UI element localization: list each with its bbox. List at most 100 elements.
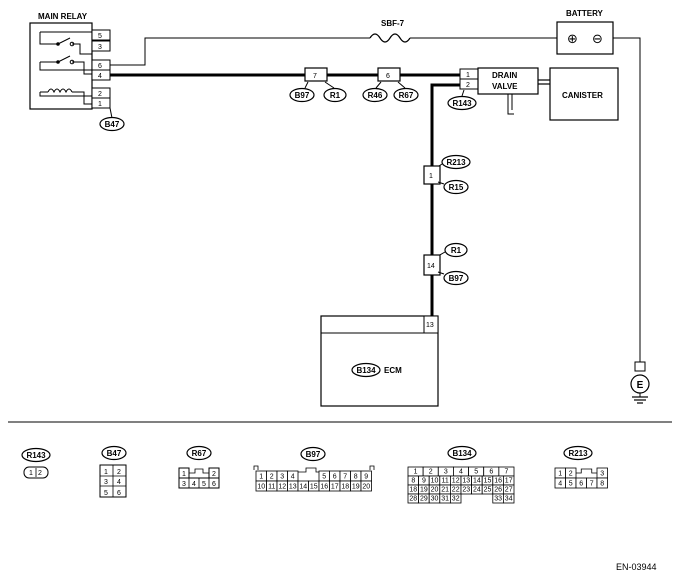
ground-terminal: E <box>630 361 650 404</box>
svg-text:B97: B97 <box>295 91 310 100</box>
relay-pin: 2 <box>98 91 102 98</box>
connector-pin-number: 2 <box>569 471 573 478</box>
connector-pin-number: 11 <box>268 484 275 491</box>
connector-pin-number: 9 <box>364 474 368 481</box>
connector-pin-number: 2 <box>270 474 274 481</box>
connector-pin-number: 17 <box>505 478 513 485</box>
svg-text:7: 7 <box>313 73 317 80</box>
battery: BATTERY ⊕ ⊖ <box>556 9 614 55</box>
svg-text:B97: B97 <box>449 274 464 283</box>
connector-pin-number: 19 <box>420 487 428 494</box>
connector-pin-number: 16 <box>494 478 502 485</box>
connector-pin-number: 3 <box>444 469 448 476</box>
connector-pin-number: 5 <box>474 469 478 476</box>
connector-pin-number: 24 <box>473 487 481 494</box>
connector-pin-number: 6 <box>579 481 583 488</box>
svg-text:R15: R15 <box>449 183 464 192</box>
svg-text:3: 3 <box>182 481 186 488</box>
inline-connector-1: R213 1 R15 <box>423 154 471 195</box>
svg-text:2: 2 <box>38 470 42 477</box>
connector-pin-number: 27 <box>505 487 513 494</box>
canister: CANISTER <box>549 67 619 121</box>
connector-pin-number: 23 <box>462 487 470 494</box>
svg-text:R67: R67 <box>399 91 414 100</box>
svg-text:B134: B134 <box>452 449 472 458</box>
connector-pin-number: 15 <box>310 484 318 491</box>
connector-pin-cell <box>596 477 608 489</box>
connector-pin-number: 10 <box>431 478 439 485</box>
connector-pin-number: 7 <box>590 481 594 488</box>
wire-drain-valve-ecm <box>430 83 460 316</box>
drain-valve: 1 2 DRAIN VALVE R143 <box>447 67 550 115</box>
svg-text:B97: B97 <box>306 450 321 459</box>
connector-pin-number: 28 <box>409 496 417 503</box>
svg-text:6: 6 <box>117 490 121 497</box>
svg-text:1: 1 <box>29 470 33 477</box>
svg-text:R46: R46 <box>368 91 383 100</box>
svg-text:1: 1 <box>429 173 433 180</box>
svg-text:R1: R1 <box>330 91 341 100</box>
connector-pin-number: 19 <box>352 484 360 491</box>
svg-text:SBF-7: SBF-7 <box>381 19 405 28</box>
svg-text:R67: R67 <box>192 449 207 458</box>
b47-callout <box>99 116 125 132</box>
connector-pin-number: 2 <box>429 469 433 476</box>
svg-text:BATTERY: BATTERY <box>566 9 604 18</box>
connector-pin-number: 31 <box>441 496 449 503</box>
connector-pin-number: 7 <box>343 474 347 481</box>
svg-text:CANISTER: CANISTER <box>562 91 603 100</box>
svg-text:VALVE: VALVE <box>492 82 518 91</box>
connector-pin-number: 21 <box>441 487 449 494</box>
connector-pin-number: 16 <box>320 484 328 491</box>
connector-pin-number: 17 <box>331 484 339 491</box>
battery-positive-icon: ⊕ <box>567 31 578 46</box>
connector-pin-number: 3 <box>280 474 284 481</box>
fuse-sbf7: SBF-7 <box>369 19 411 43</box>
svg-text:R1: R1 <box>451 246 462 255</box>
inline-connector-14: R1 14 B97 <box>423 242 469 286</box>
connector-pin-number: 15 <box>484 478 492 485</box>
svg-text:R213: R213 <box>568 449 588 458</box>
connector-pin-number: 12 <box>278 484 286 491</box>
svg-text:R143: R143 <box>26 451 46 460</box>
svg-text:1: 1 <box>182 471 186 478</box>
inline-connector-6: 6 R46 R67 <box>362 67 419 103</box>
svg-text:2: 2 <box>117 469 121 476</box>
svg-text:6: 6 <box>386 73 390 80</box>
svg-text:B47: B47 <box>105 120 120 129</box>
connector-pin-number: 30 <box>431 496 439 503</box>
connector-pin-number: 9 <box>422 478 426 485</box>
relay-pin: 6 <box>98 63 102 70</box>
wire-battery-feed <box>110 37 370 66</box>
connector-pin-number: 5 <box>569 481 573 488</box>
connector-pin-number: 7 <box>504 469 508 476</box>
main-relay: MAIN RELAY 5 3 6 4 <box>29 12 125 132</box>
svg-text:4: 4 <box>117 479 121 486</box>
svg-text:6: 6 <box>212 481 216 488</box>
connector-pin-number: 18 <box>409 487 417 494</box>
connector-pin-number: 14 <box>473 478 481 485</box>
connector-pin-cell <box>360 480 372 492</box>
wire-ground <box>613 37 641 362</box>
connector-view-b47: B47 1 2 3 4 5 6 <box>99 445 127 498</box>
relay-pin: 4 <box>98 73 102 80</box>
svg-text:2: 2 <box>212 471 216 478</box>
connector-view-r143: R143 1 2 <box>21 447 51 479</box>
svg-text:B47: B47 <box>107 449 122 458</box>
main-relay-label: MAIN RELAY <box>38 12 88 21</box>
connector-pin-number: 13 <box>462 478 470 485</box>
connector-pin-number: 13 <box>289 484 297 491</box>
connector-pin-number: 18 <box>341 484 349 491</box>
connector-pin-number: 8 <box>411 478 415 485</box>
connector-pin-number: 6 <box>489 469 493 476</box>
connector-pin-cell <box>449 493 462 504</box>
figure-id: EN-03944 <box>616 562 657 572</box>
connector-pin-number: 4 <box>558 481 562 488</box>
svg-text:E: E <box>637 380 644 391</box>
connector-pin-number: 10 <box>257 484 265 491</box>
svg-text:13: 13 <box>426 322 434 329</box>
ecm: 13 B134 ECM <box>320 315 439 407</box>
connector-pin-number: 22 <box>452 487 460 494</box>
